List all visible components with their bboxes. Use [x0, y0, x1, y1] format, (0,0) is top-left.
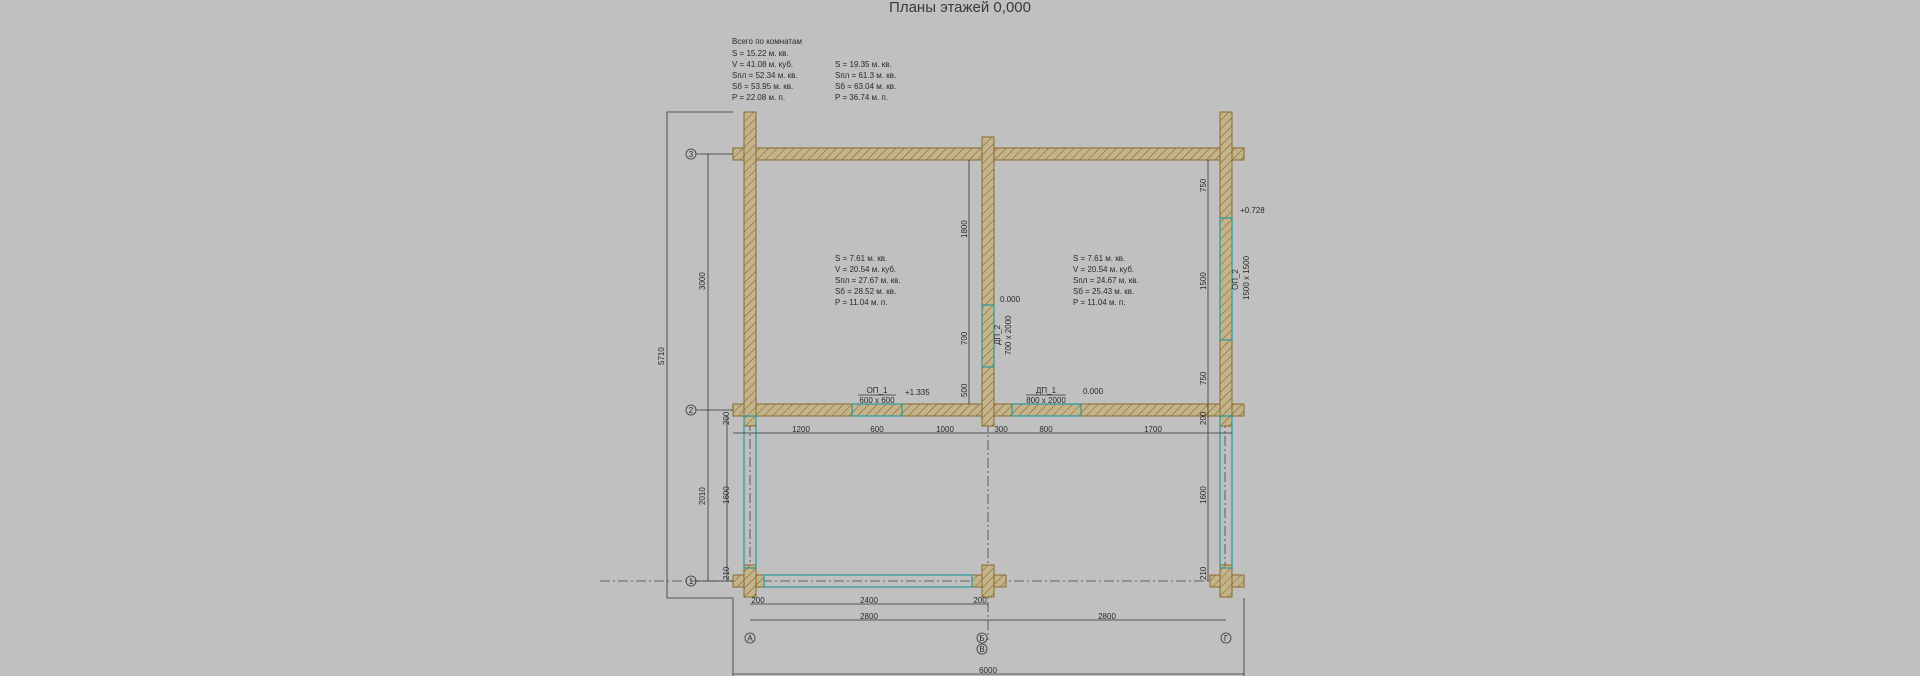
drawing-label: 210: [722, 566, 731, 580]
room-1-info: S = 7.61 м. кв. V = 20.54 м. куб. Sпл = …: [835, 254, 901, 307]
axis-lines: [600, 112, 1226, 640]
drawing-label: 6000: [979, 666, 997, 675]
drawing-label: 200: [973, 596, 987, 605]
drawing-label: 0.000: [1083, 387, 1104, 396]
opening-labels: ОП_1 600 x 600 +1.335 ДП_1 800 x 2000 0.…: [858, 206, 1265, 405]
axis-markers: 3 2 1 А Б В Г: [685, 148, 1232, 655]
drawing-label: 0.000: [1000, 295, 1021, 304]
drawing-label: 2400: [860, 596, 878, 605]
drawing-label: P = 11.04 м. п.: [1073, 298, 1125, 307]
summary-heading: Всего по комнатам: [732, 37, 802, 46]
drawing-label: 300: [994, 425, 1008, 434]
drawing-label: 1600: [722, 486, 731, 504]
summary-line: V = 41.08 м. куб.: [732, 60, 793, 69]
drawing-label: 1700: [1144, 425, 1162, 434]
drawing-label: В: [979, 645, 984, 654]
drawing-label: ОП_1: [867, 386, 888, 395]
window-op1: [851, 403, 903, 417]
drawing-label: ДП_1: [1036, 386, 1057, 395]
drawing-label: 700 x 2000: [1004, 315, 1013, 355]
drawing-label: 2: [689, 406, 694, 415]
door-dp2: [981, 304, 995, 368]
drawing-label: P = 11.04 м. п.: [835, 298, 887, 307]
drawing-label: 600 x 600: [859, 396, 895, 405]
room-2-info: S = 7.61 м. кв. V = 20.54 м. куб. Sпл = …: [1073, 254, 1139, 307]
drawing-label: 1200: [792, 425, 810, 434]
drawing-label: Sпл = 27.67 м. кв.: [835, 276, 901, 285]
summary-line: S = 19.35 м. кв.: [835, 60, 892, 69]
drawing-label: ОП_2: [1231, 269, 1240, 290]
drawing-label: ДП_2: [993, 324, 1002, 345]
window-op2: [1219, 217, 1233, 341]
drawing-label: 1500: [1199, 272, 1208, 290]
drawing-label: +1.335: [905, 388, 930, 397]
glazing: [743, 217, 1233, 588]
drawing-label: 1800: [960, 220, 969, 238]
drawing-label: 750: [1199, 178, 1208, 192]
drawing-label: 1600: [1199, 486, 1208, 504]
drawing-label: 800: [1039, 425, 1053, 434]
drawing-label: Sпл = 24.67 м. кв.: [1073, 276, 1139, 285]
drawing-label: +0.728: [1240, 206, 1265, 215]
drawing-label: 700: [960, 331, 969, 345]
drawing-label: 2800: [1098, 612, 1116, 621]
drawing-label: Sб = 28.52 м. кв.: [835, 287, 896, 296]
drawing-label: 800 x 2000: [1026, 396, 1066, 405]
drawing-label: А: [747, 634, 753, 643]
drawing-label: 750: [1199, 371, 1208, 385]
drawing-label: 1500 x 1500: [1242, 255, 1251, 300]
dimensions: 5710 3000 2010 1600 200 210 1800 700 500…: [657, 111, 1245, 676]
walls: [732, 111, 1245, 598]
drawing-label: V = 20.54 м. куб.: [835, 265, 896, 274]
drawing-label: S = 7.61 м. кв.: [835, 254, 887, 263]
drawing-label: S = 7.61 м. кв.: [1073, 254, 1125, 263]
summary-line: Sб = 63.04 м. кв.: [835, 82, 896, 91]
drawing-label: 3: [689, 150, 694, 159]
summary-line: P = 22.08 м. п.: [732, 93, 785, 102]
door-dp1: [1011, 403, 1082, 417]
drawing-label: 1000: [936, 425, 954, 434]
drawing-label: 200: [722, 411, 731, 425]
drawing-label: 5710: [657, 347, 666, 365]
summary-line: Sб = 53.95 м. кв.: [732, 82, 793, 91]
summary-line: S = 15.22 м. кв.: [732, 49, 789, 58]
drawing-label: V = 20.54 м. куб.: [1073, 265, 1134, 274]
drawing-label: 500: [960, 383, 969, 397]
drawing-label: 1: [689, 577, 694, 586]
summary-line: Sпл = 61.3 м. кв.: [835, 71, 896, 80]
drawing-label: 3000: [698, 272, 707, 290]
drawing-label: 600: [870, 425, 884, 434]
drawing-label: 200: [751, 596, 765, 605]
summary-line: Sпл = 52.34 м. кв.: [732, 71, 798, 80]
drawing-label: Б: [979, 634, 984, 643]
drawing-label: Sб = 25.43 м. кв.: [1073, 287, 1134, 296]
drawing-label: 2800: [860, 612, 878, 621]
drawing-title: Планы этажей 0,000: [889, 0, 1031, 16]
drawing-label: 210: [1199, 566, 1208, 580]
drawing-label: Г: [1224, 634, 1229, 643]
summary-line: P = 36.74 м. п.: [835, 93, 888, 102]
summary-block: Всего по комнатам S = 15.22 м. кв. V = 4…: [732, 37, 896, 102]
drawing-label: 2010: [698, 487, 707, 505]
drawing-label: 200: [1199, 411, 1208, 425]
